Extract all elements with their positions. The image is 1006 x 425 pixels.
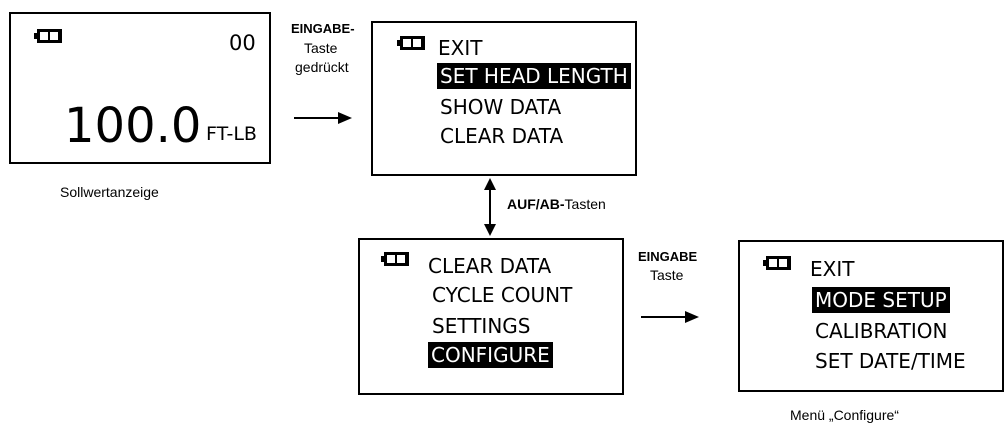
battery-icon (34, 29, 62, 43)
menu2-item-clear-data: CLEAR DATA (428, 254, 552, 278)
menu3-item-exit: EXIT (810, 257, 855, 281)
menu3-item-set-date-time: SET DATE/TIME (815, 349, 966, 373)
menu1-item-set-head-length: SET HEAD LENGTH (437, 63, 631, 89)
step1-label-bold: EINGABE- (291, 21, 355, 36)
arrow-right-icon (641, 311, 699, 323)
menu1-screen: EXIT SET HEAD LENGTH SHOW DATA CLEAR DAT… (371, 21, 637, 176)
menu1-item-show-data: SHOW DATA (440, 95, 562, 119)
battery-icon (381, 252, 409, 266)
arrow-right-icon (294, 112, 352, 124)
step3-label-line2: Taste (650, 267, 684, 283)
step2-label: AUF/AB-Tasten (507, 195, 606, 213)
battery-icon (763, 256, 791, 270)
battery-icon (397, 36, 425, 50)
setpoint-caption: Sollwertanzeige (60, 184, 159, 200)
menu1-item-exit: EXIT (438, 36, 483, 60)
menu3-item-mode-setup: MODE SETUP (812, 287, 950, 313)
menu3-item-calibration: CALIBRATION (815, 319, 948, 343)
counter-value: 00 (229, 31, 256, 55)
menu2-item-configure: CONFIGURE (428, 342, 553, 368)
menu2-item-settings: SETTINGS (432, 314, 531, 338)
arrow-updown-icon (484, 178, 496, 236)
step3-label-bold: EINGABE (638, 249, 698, 264)
setpoint-screen: 00 100.0 FT-LB (9, 12, 271, 164)
step2-label-rest: Tasten (564, 196, 606, 212)
step1-label-line2: Taste (304, 40, 338, 56)
menu2-screen: CLEAR DATA CYCLE COUNT SETTINGS CONFIGUR… (358, 238, 624, 395)
menu3-screen: EXIT MODE SETUP CALIBRATION SET DATE/TIM… (738, 240, 1004, 392)
step2-label-bold: AUF/AB- (507, 196, 565, 212)
menu2-item-cycle-count: CYCLE COUNT (432, 283, 573, 307)
setpoint-unit: FT-LB (206, 123, 257, 145)
step1-label-line3: gedrückt (295, 59, 349, 75)
menu3-caption: Menü „Configure“ (790, 407, 899, 423)
menu1-item-clear-data: CLEAR DATA (440, 124, 564, 148)
setpoint-value: 100.0 (64, 98, 202, 154)
